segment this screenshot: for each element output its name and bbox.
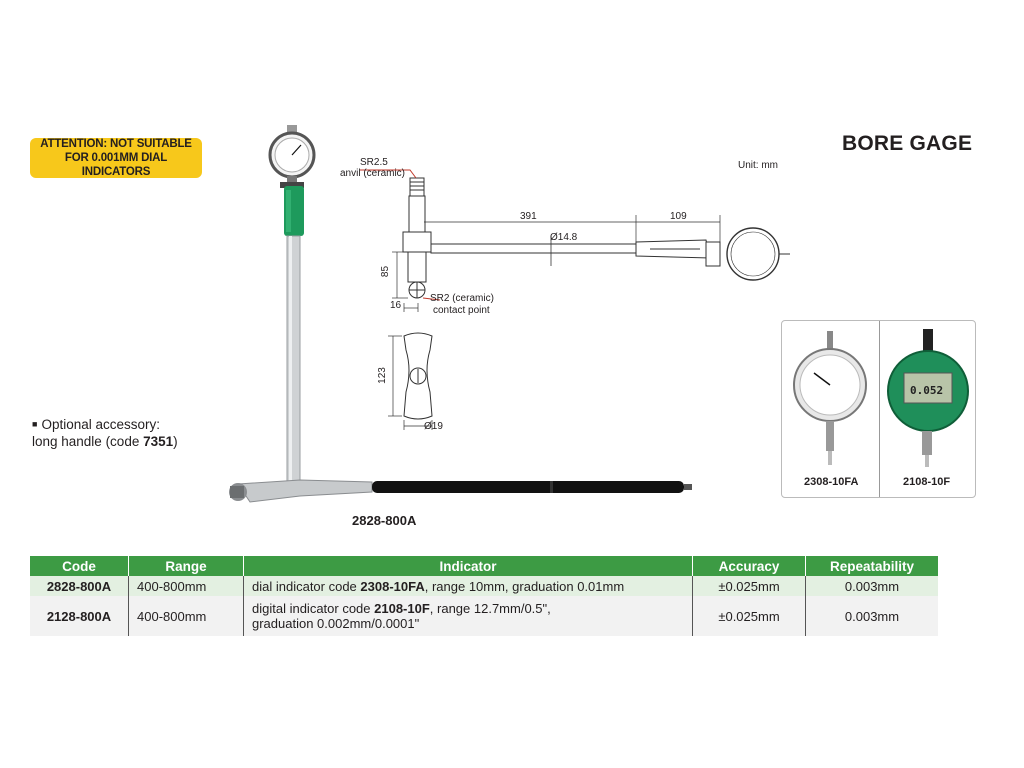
accessory-line-1: Optional accessory: [41,417,160,432]
contact-sr-label: SR2 (ceramic) [430,293,494,304]
indicator-inset: 0.052 2308-10FA 2108-10F [781,320,976,498]
indicator-text-line-2: graduation 0.002mm/0.0001" [252,616,420,631]
row-code: 2128-800A [30,596,129,636]
indicator-code: 2108-10F [374,601,430,616]
accessory-code: 7351 [143,434,174,449]
table-row: 2128-800A 400-800mm digital indicator co… [30,596,938,636]
page-title: BORE GAGE [842,132,973,155]
contact-note-label: contact point [433,305,490,316]
header-repeatability: Repeatability [805,556,938,576]
row-range: 400-800mm [128,576,244,596]
length-391-label: 391 [520,211,537,222]
digital-indicator-2108-image [887,329,969,467]
width-16-label: 16 [390,300,402,311]
dial-indicator-2308-image [793,331,867,465]
row-code: 2828-800A [30,576,129,596]
indicator-text-prefix: digital indicator code [252,601,375,616]
header-range: Range [128,556,244,576]
technical-drawing [360,169,790,430]
row-indicator: dial indicator code 2308-10FA, range 10m… [243,576,693,596]
header-indicator: Indicator [243,556,693,576]
bullet-icon: ■ [32,419,38,429]
handle-diameter-label: Ø19 [424,421,443,432]
row-repeatability: 0.003mm [805,596,938,636]
row-indicator: digital indicator code 2108-10F, range 1… [243,596,693,636]
inset-divider [879,321,880,497]
row-accuracy: ±0.025mm [692,576,806,596]
indicator-text-suffix: , range 12.7mm/0.5", [429,601,551,616]
attention-line-2: FOR 0.001MM DIAL INDICATORS [64,152,168,178]
handle-length-label: 123 [376,367,388,384]
accessory-line-2-suffix: ) [173,434,178,449]
accessory-line-2-prefix: long handle (code [32,434,144,449]
spec-table: Code Range Indicator Accuracy Repeatabil… [30,556,938,636]
header-accuracy: Accuracy [692,556,806,576]
length-109-label: 109 [670,211,687,222]
long-handle [372,481,684,493]
rod-diameter-label: Ø14.8 [550,232,578,243]
row-accuracy: ±0.025mm [692,596,806,636]
inset-caption-right: 2108-10F [903,476,951,488]
anvil-sr-label: SR2.5 [360,157,388,168]
height-85-label: 85 [380,265,392,278]
table-row: 2828-800A 400-800mm dial indicator code … [30,576,938,596]
indicator-code: 2308-10FA [360,578,425,594]
indicator-text-suffix: , range 10mm, graduation 0.01mm [424,578,625,594]
digital-readout: 0.052 [910,384,944,397]
inset-caption-left: 2308-10FA [804,476,859,488]
row-repeatability: 0.003mm [805,576,938,596]
vertical-rod [286,235,301,487]
anvil-note-label: anvil (ceramic) [340,168,406,179]
table-header-row: Code Range Indicator Accuracy Repeatabil… [30,556,938,576]
attention-badge: ATTENTION: NOT SUITABLE FOR 0.001MM DIAL… [30,138,202,178]
attention-line-1: ATTENTION: NOT SUITABLE [40,138,192,150]
indicator-text-prefix: dial indicator code [252,578,361,594]
row-range: 400-800mm [128,596,244,636]
accessory-note: ■Optional accessory: long handle (code 7… [32,416,178,450]
header-code: Code [30,556,129,576]
unit-label: Unit: mm [738,160,778,171]
dial-indicator-image [268,125,316,188]
main-product-code: 2828-800A [352,513,417,528]
